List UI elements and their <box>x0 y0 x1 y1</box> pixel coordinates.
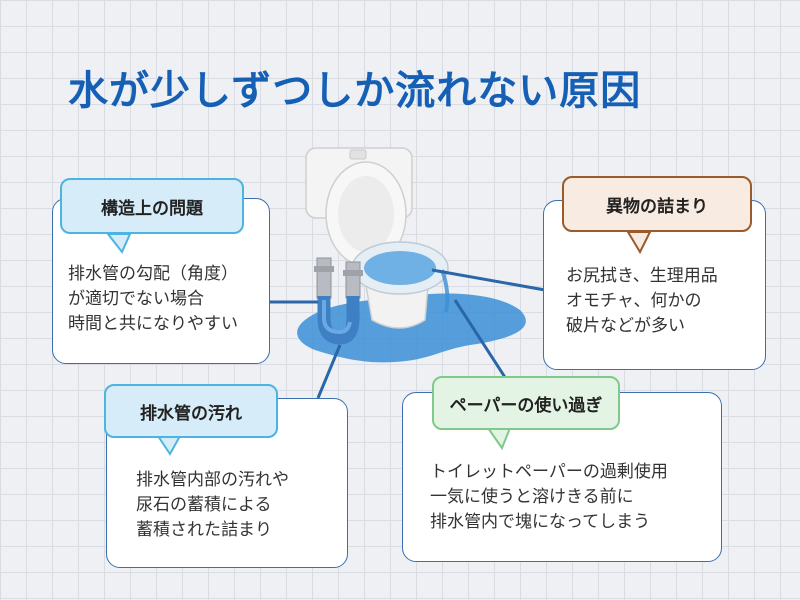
card-text-line: トイレットペーパーの過剰使用 <box>430 462 668 482</box>
card-text-line: 排水管の勾配（角度） <box>68 264 238 284</box>
card-dirt-text: 排水管内部の汚れや 尿石の蓄積による 蓄積された詰まり <box>136 468 289 543</box>
card-text-line: が適切でない場合 <box>68 289 204 309</box>
drain-pipe <box>314 257 363 345</box>
card-foreign-text: お尻拭き、生理用品 オモチャ、何かの 破片などが多い <box>566 264 718 339</box>
card-paper-text: トイレットペーパーの過剰使用 一気に使うと溶けきる前に 排水管内で塊になってしま… <box>430 460 668 535</box>
card-text-line: オモチャ、何かの <box>566 291 702 311</box>
connector-dirt <box>316 344 342 399</box>
card-text-line: 蓄積された詰まり <box>136 520 272 540</box>
card-text-line: 排水管内で塊になってしまう <box>430 512 651 532</box>
connector-paper <box>453 299 512 386</box>
label-foreign: 異物の詰まり <box>562 176 752 232</box>
card-text-line: 時間と共になりやすい <box>68 314 238 334</box>
label-structure: 構造上の問題 <box>60 178 244 234</box>
card-text-line: 排水管内部の汚れや <box>136 470 289 490</box>
card-structure-text: 排水管の勾配（角度） が適切でない場合 時間と共になりやすい <box>68 262 238 337</box>
connector-foreign <box>431 268 546 292</box>
card-text-line: 一気に使うと溶けきる前に <box>430 487 634 507</box>
label-dirt: 排水管の汚れ <box>104 384 278 438</box>
card-text-line: お尻拭き、生理用品 <box>566 266 718 286</box>
label-paper: ペーパーの使い過ぎ <box>432 376 620 430</box>
card-text-line: 破片などが多い <box>566 316 685 336</box>
bowl-water <box>364 251 436 285</box>
page-title: 水が少しずつしか流れない原因 <box>68 68 642 114</box>
card-text-line: 尿石の蓄積による <box>136 495 272 515</box>
toilet-tank-button <box>349 149 367 160</box>
